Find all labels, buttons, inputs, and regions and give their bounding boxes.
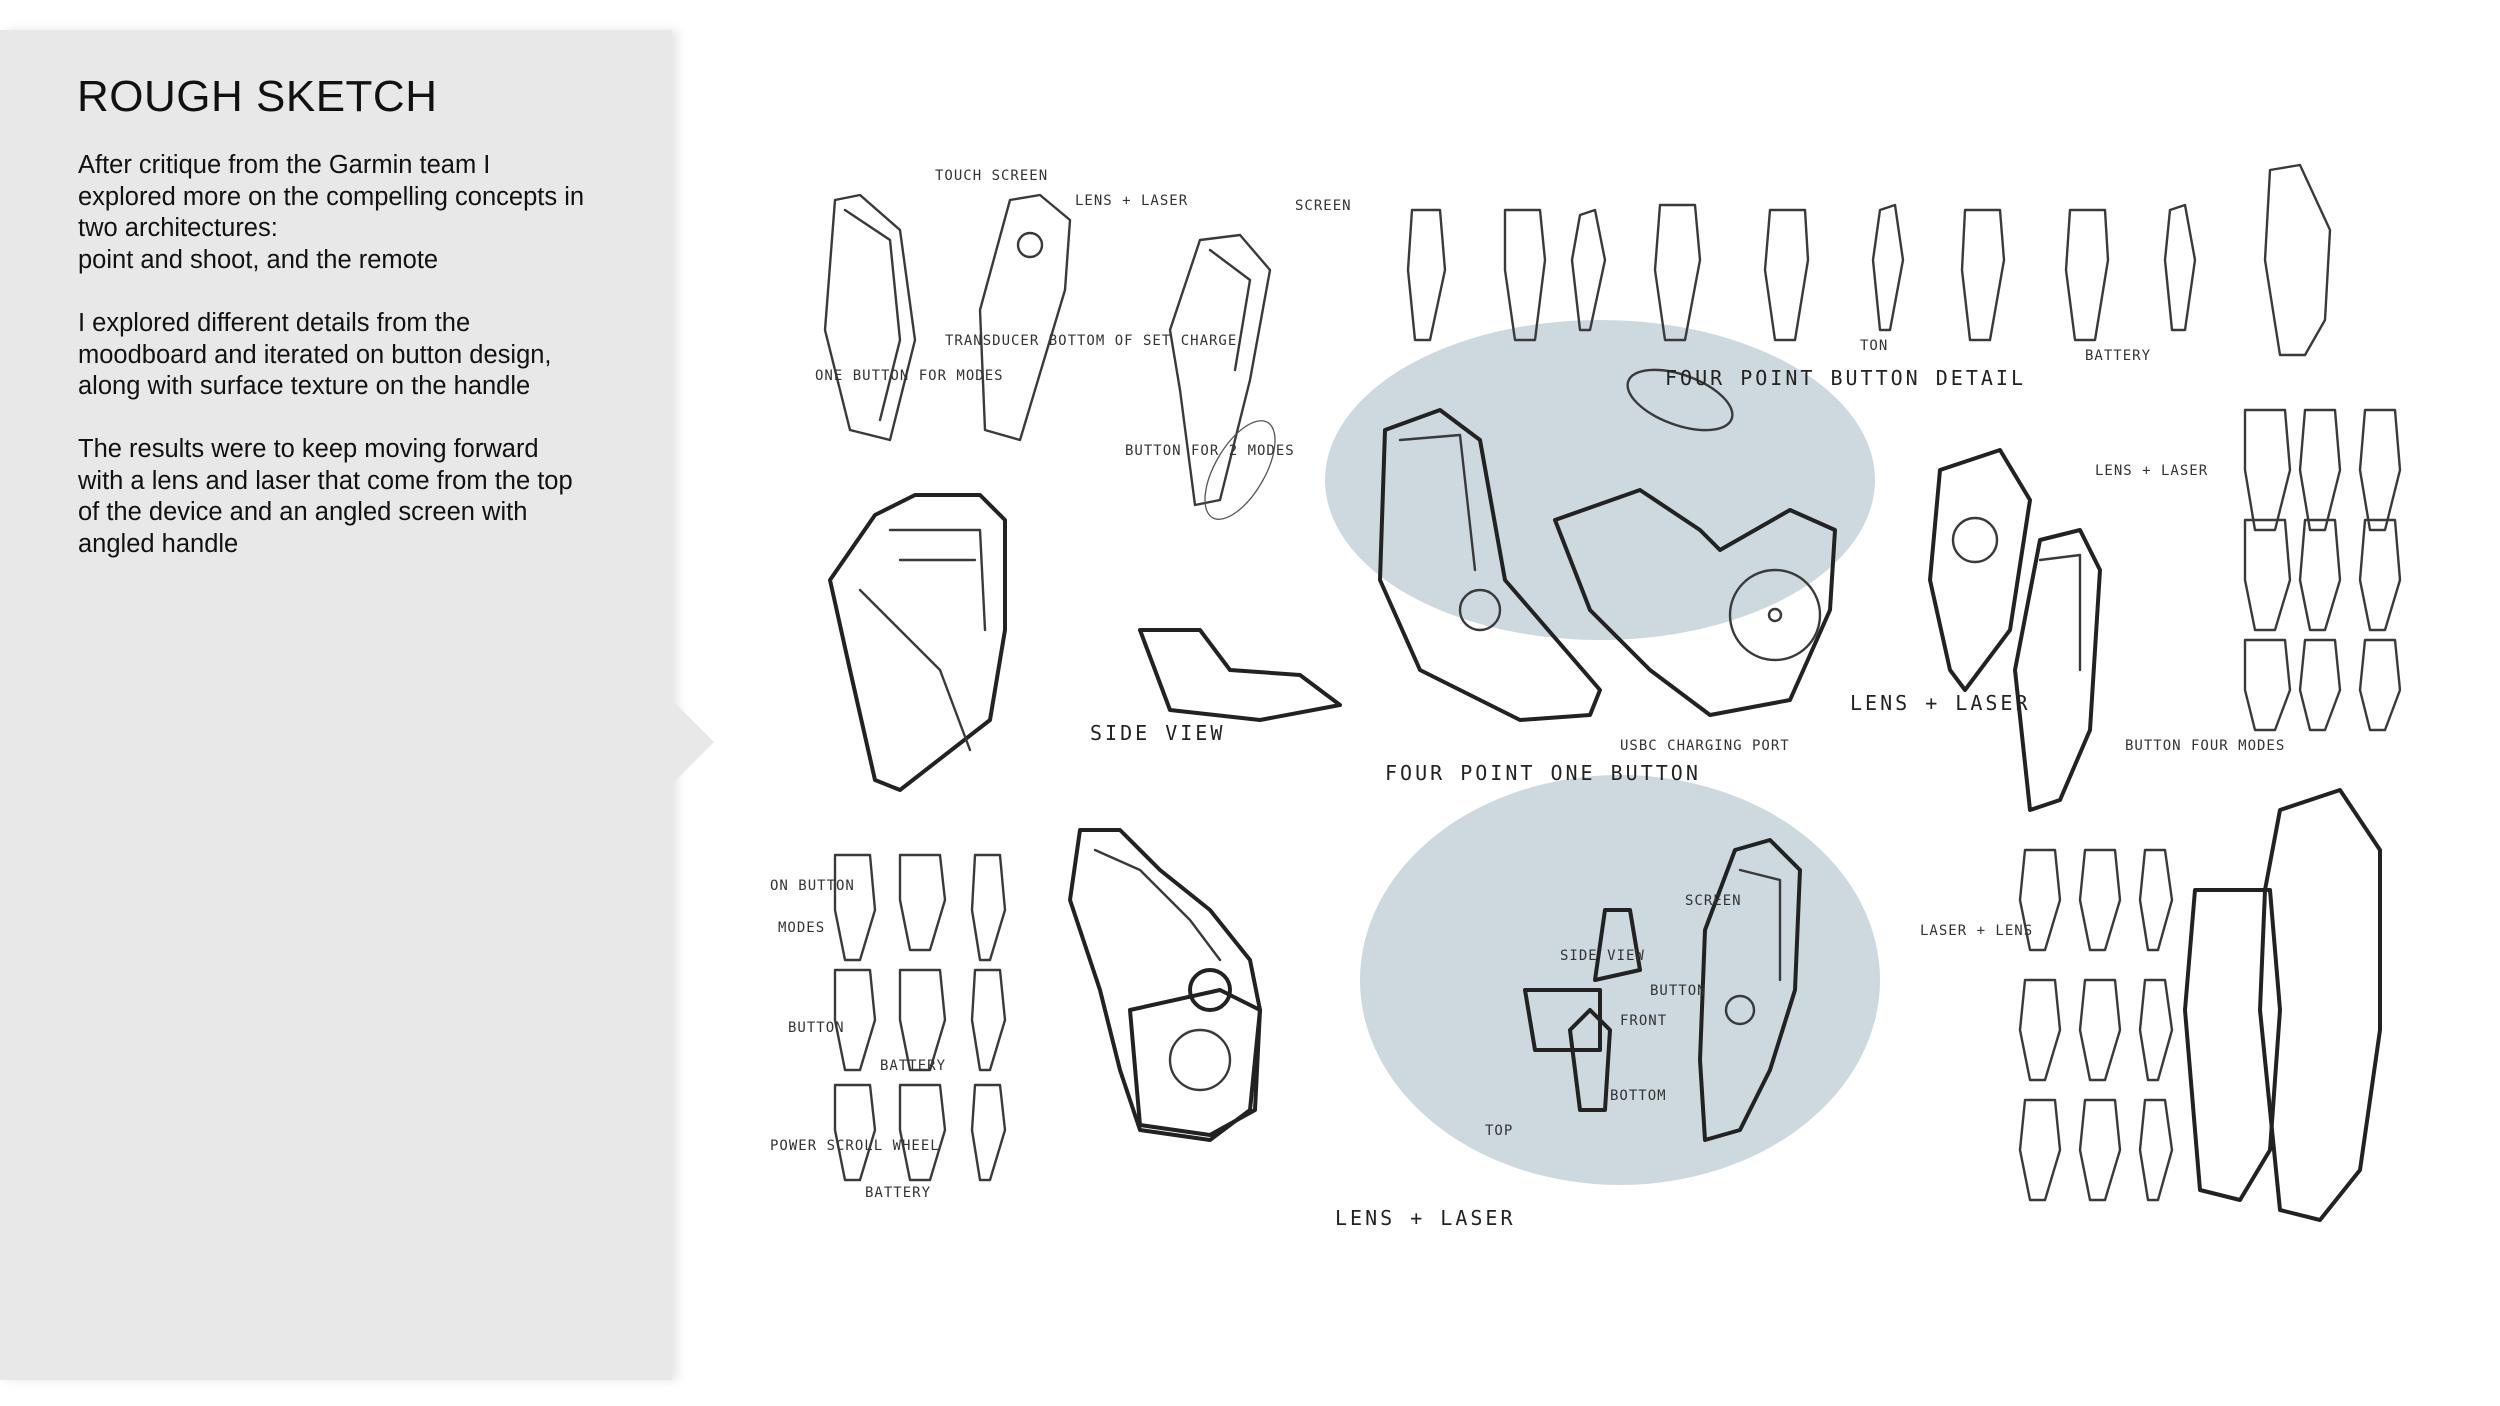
annotation-ton: TON <box>1860 338 1888 354</box>
annotation-battery-top: BATTERY <box>2085 348 2151 364</box>
annotation-button-2: BUTTON <box>1650 983 1707 999</box>
annotation-side-view: SIDE VIEW <box>1090 721 1225 745</box>
sketch-remote-pair <box>823 193 1072 442</box>
annotation-battery-2: BATTERY <box>880 1058 946 1074</box>
description-panel <box>0 30 714 1380</box>
sketch-thumbnail-grid-right <box>2243 408 2402 732</box>
sketch-thumbnail-row-top <box>1406 163 2332 357</box>
annotation-lens-laser-mid: LENS + LASER <box>1850 691 2031 715</box>
annotation-lens-laser-bottom: LENS + LASER <box>1335 1206 1516 1230</box>
highlight-ellipse-bottom <box>1360 775 1880 1185</box>
paragraph-details: I explored different details from the mo… <box>78 309 552 400</box>
annotation-touch-screen: TOUCH SCREEN <box>935 168 1048 184</box>
annotation-four-point-one-button: FOUR POINT ONE BUTTON <box>1385 761 1701 785</box>
annotation-power-scroll: POWER SCROLL WHEEL <box>770 1138 940 1154</box>
annotation-screen-2: SCREEN <box>1685 893 1742 909</box>
annotation-one-button: ONE BUTTON FOR MODES <box>815 368 1004 384</box>
sketch-board: TOUCH SCREEN LENS + LASER SCREEN ONE BUT… <box>740 110 2500 1290</box>
annotation-laser-lens: LASER + LENS <box>1920 923 2033 939</box>
annotation-modes: MODES <box>778 920 825 936</box>
sketch-thumbnail-grid-left <box>833 853 1007 1182</box>
annotation-side-view-2: SIDE VIEW <box>1560 948 1645 964</box>
annotation-top: TOP <box>1485 1123 1513 1139</box>
annotation-transducer: TRANSDUCER BOTTOM OF SET CHARGE <box>945 333 1237 349</box>
sketch-block-device <box>828 493 1007 792</box>
page-title: ROUGH SKETCH <box>77 72 438 121</box>
paragraph-results: The results were to keep moving forward … <box>78 435 573 558</box>
sketch-four-point-device <box>1378 368 1837 722</box>
annotation-front: FRONT <box>1620 1013 1667 1029</box>
sketch-angled-handle <box>1168 233 1276 520</box>
sketch-canvas: TOUCH SCREEN LENS + LASER SCREEN ONE BUT… <box>770 163 2402 1230</box>
annotation-lens-laser-top: LENS + LASER <box>1075 193 1188 209</box>
annotation-bottom: BOTTOM <box>1610 1088 1667 1104</box>
annotation-on-button: ON BUTTON <box>770 878 855 894</box>
highlight-ellipse-top <box>1325 320 1875 640</box>
sketch-lens-laser-device <box>1928 448 2102 812</box>
annotation-button-four-modes: BUTTON FOUR MODES <box>2125 738 2285 754</box>
annotation-button-3: BUTTON <box>788 1020 845 1036</box>
sketch-tall-device <box>2183 788 2382 1222</box>
sketch-thumbnail-grid-bottom-right <box>2018 848 2174 1202</box>
panel-pointer <box>672 700 714 784</box>
sketch-side-view <box>1138 628 1342 722</box>
annotation-screen-1: SCREEN <box>1295 198 1352 214</box>
annotation-lens-laser-right: LENS + LASER <box>2095 463 2208 479</box>
annotation-button-for-modes: BUTTON FOR 2 MODES <box>1125 443 1295 459</box>
paragraph-critique: After critique from the Garmin team I ex… <box>78 151 585 274</box>
annotation-battery-3: BATTERY <box>865 1185 931 1201</box>
annotation-usbc-port: USBC CHARGING PORT <box>1620 738 1790 754</box>
sketch-remote-device <box>1523 838 1802 1142</box>
annotation-four-point-button-detail: FOUR POINT BUTTON DETAIL <box>1665 366 2026 390</box>
sketch-pistol-device <box>1068 828 1262 1142</box>
